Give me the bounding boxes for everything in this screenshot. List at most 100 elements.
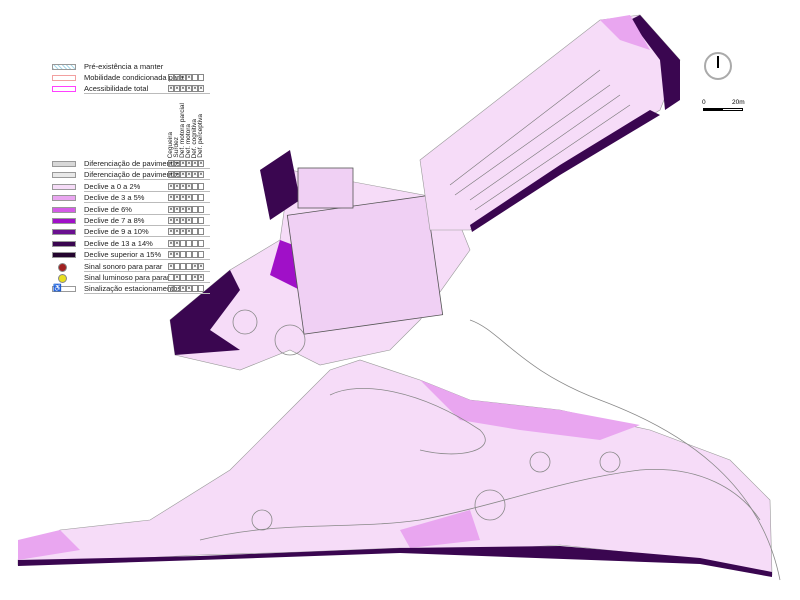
legend-label: Sinal sonoro para parar bbox=[84, 261, 163, 271]
sound-signal-icon bbox=[58, 262, 67, 272]
slope-zone-mid bbox=[18, 530, 80, 560]
legend-mark-grid bbox=[168, 251, 204, 259]
legend-label: Declive superior a 15% bbox=[84, 250, 162, 260]
slope-zone-mid bbox=[420, 380, 640, 440]
legend-row: Declive de 13 a 14% bbox=[40, 239, 210, 249]
legend-row: Declive de 7 a 8% bbox=[40, 216, 210, 226]
mark-empty bbox=[180, 274, 186, 281]
mark-cross bbox=[186, 182, 192, 190]
mark-cross bbox=[186, 228, 192, 236]
legend-swatch bbox=[52, 229, 76, 236]
legend-label: Declive a 0 a 2% bbox=[84, 181, 141, 191]
mark-empty bbox=[198, 239, 204, 247]
legend-label: Declive de 9 a 10% bbox=[84, 227, 149, 237]
mark-empty bbox=[192, 217, 198, 224]
slope-zone-mid bbox=[600, 15, 650, 50]
legend-swatch bbox=[52, 195, 76, 202]
legend-row: Sinal sonoro para parar bbox=[40, 262, 210, 272]
mark-empty bbox=[198, 217, 204, 224]
light-signal-icon bbox=[58, 274, 67, 283]
slope-zone-dark bbox=[630, 15, 680, 110]
mark-empty bbox=[168, 74, 174, 81]
mark-cross bbox=[186, 74, 192, 81]
mark-empty bbox=[192, 285, 198, 293]
legend-row: Diferenciação de pavimentos bbox=[40, 170, 210, 181]
mark-empty bbox=[180, 262, 186, 270]
legend-row: Pré-existência a manter bbox=[40, 62, 210, 72]
legend-row: Acessibilidade total bbox=[40, 84, 210, 94]
mark-empty bbox=[198, 228, 204, 236]
parking-rows bbox=[449, 69, 631, 211]
legend-mark-grid bbox=[168, 160, 204, 167]
legend-swatch bbox=[52, 75, 76, 81]
legend-label: Diferenciação de pavimentos bbox=[84, 159, 181, 168]
legend-mark-grid bbox=[168, 85, 204, 92]
mark-empty bbox=[192, 205, 198, 213]
legend-swatch bbox=[52, 218, 76, 224]
legend-row: Declive a 0 a 2% bbox=[40, 182, 210, 192]
legend-swatch bbox=[52, 240, 76, 247]
mark-cross bbox=[174, 274, 180, 281]
scale-start: 0 bbox=[702, 99, 706, 106]
legend-row: Declive de 3 a 5% bbox=[40, 193, 210, 204]
mark-cross bbox=[168, 262, 174, 270]
mark-cross bbox=[186, 194, 192, 202]
legend-swatch bbox=[52, 206, 76, 213]
slope-zone-dark bbox=[170, 270, 240, 355]
mark-empty bbox=[198, 205, 204, 213]
legend-label: Mobilidade condicionada para bbox=[84, 73, 184, 82]
paths bbox=[199, 309, 781, 581]
mark-empty bbox=[192, 74, 198, 81]
mark-cross bbox=[174, 251, 180, 259]
mark-empty bbox=[192, 194, 198, 202]
legend-label: Declive de 13 a 14% bbox=[84, 238, 153, 248]
legend-label: Sinalização estacionamentos bbox=[84, 284, 182, 294]
legend-label: Diferenciação de pavimentos bbox=[84, 170, 181, 180]
legend-mark-grid bbox=[168, 239, 204, 247]
legend-mark-grid bbox=[168, 217, 204, 224]
legend-mark-grid bbox=[168, 194, 204, 202]
mark-cross bbox=[174, 239, 180, 247]
legend-column-headers: Cegueira Surdez Def. motora parcial Def.… bbox=[167, 88, 208, 158]
legend-label: Sinal luminoso para parar bbox=[84, 273, 170, 282]
legend-row: Declive superior a 15% bbox=[40, 250, 210, 261]
mark-empty bbox=[198, 74, 204, 81]
legend-label: Declive de 6% bbox=[84, 204, 132, 214]
legend-mark-grid bbox=[168, 262, 204, 270]
legend-label: Declive de 7 a 8% bbox=[84, 216, 145, 225]
mark-empty bbox=[198, 182, 204, 190]
legend-mark-grid bbox=[168, 228, 204, 236]
mark-cross bbox=[198, 262, 204, 270]
sports-court bbox=[297, 167, 354, 209]
mark-empty bbox=[180, 239, 186, 247]
legend-mark-grid bbox=[168, 182, 204, 190]
legend-swatch bbox=[52, 86, 76, 92]
legend-row: Declive de 6% bbox=[40, 205, 210, 215]
slope-zone-dark bbox=[470, 110, 660, 232]
slope-zone-mid bbox=[400, 510, 480, 548]
legend-label: Acessibilidade total bbox=[84, 84, 149, 93]
legend-swatch bbox=[52, 183, 76, 190]
legend-swatch bbox=[52, 252, 76, 259]
legend-mark-grid bbox=[168, 285, 204, 293]
legend-row: Sinal luminoso para parar bbox=[40, 273, 210, 283]
mark-empty bbox=[192, 239, 198, 247]
mark-cross bbox=[186, 205, 192, 213]
legend-mark-grid bbox=[168, 74, 204, 81]
legend-swatch bbox=[52, 161, 76, 167]
legend-swatch bbox=[52, 64, 76, 70]
mark-empty bbox=[180, 251, 186, 259]
lower-park-area bbox=[17, 359, 773, 576]
mark-empty bbox=[198, 251, 204, 259]
mark-empty bbox=[186, 239, 192, 247]
mark-empty bbox=[198, 194, 204, 202]
mark-empty bbox=[198, 285, 204, 293]
mark-empty bbox=[192, 228, 198, 236]
legend-label: Declive de 3 a 5% bbox=[84, 193, 145, 203]
mark-empty bbox=[168, 285, 174, 293]
slope-zone-dark bbox=[260, 150, 300, 220]
slope-zone-dark bbox=[18, 546, 772, 577]
mark-empty bbox=[174, 262, 180, 270]
